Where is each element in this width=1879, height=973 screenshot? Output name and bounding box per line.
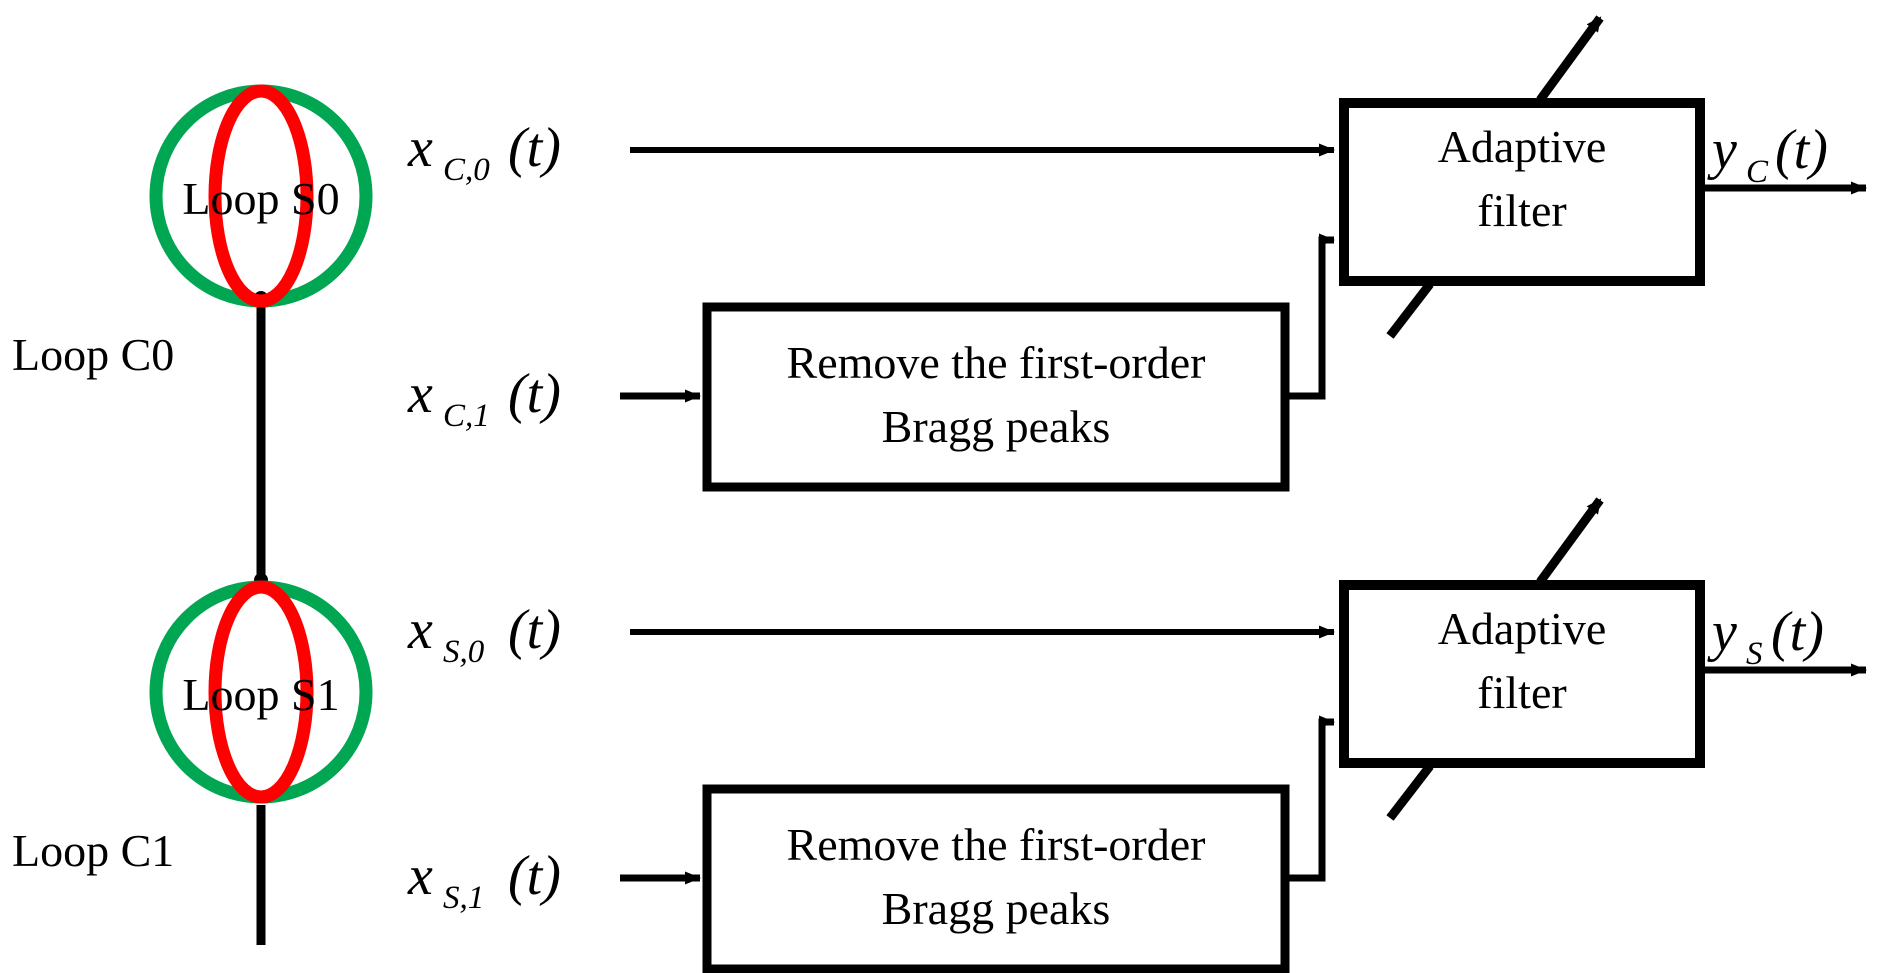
adaptive-filter-box-c-line1: Adaptive <box>1438 121 1607 172</box>
signal-label-xs1: x S,1 (t) <box>407 845 561 916</box>
antenna-0: Loop S0 Loop C0 <box>12 84 373 380</box>
loop-c0-label: Loop C0 <box>12 329 174 380</box>
adaptivity-arrow-s <box>1536 497 1604 585</box>
signal-yc-base: y <box>1707 119 1737 181</box>
signal-xs1-sub: S,1 <box>443 880 484 916</box>
signal-ys-sub: S <box>1746 636 1763 672</box>
signal-xc1-base: x <box>407 363 433 425</box>
adaptive-filter-box-s[interactable]: Adaptive filter <box>1339 497 1705 821</box>
adaptivity-arrow-c <box>1536 15 1604 103</box>
signal-xc0-sub: C,0 <box>443 152 490 188</box>
signal-ys-base: y <box>1707 601 1737 663</box>
loop-c1-label: Loop C1 <box>12 825 174 876</box>
loop-s1-ellipse <box>208 580 314 804</box>
antenna-1: Loop S1 Loop C1 <box>12 580 373 876</box>
loop-s0-label: Loop S0 <box>182 173 339 224</box>
adaptive-filter-box-s-line1: Adaptive <box>1438 603 1607 654</box>
signal-xs1-base: x <box>407 845 433 907</box>
signal-label-ys: y S (t) <box>1707 601 1824 672</box>
adaptivity-arrow-stub-s <box>1386 763 1434 821</box>
signal-xc1-arg: (t) <box>508 363 561 425</box>
signal-label-xc0: x C,0 (t) <box>407 117 561 188</box>
adaptive-filter-box-c-frame[interactable] <box>1339 98 1705 286</box>
signal-yc-arg: (t) <box>1775 119 1828 181</box>
signal-xc1-sub: C,1 <box>443 398 490 434</box>
signal-xs0-sub: S,0 <box>443 634 485 670</box>
loop-s0-ellipse <box>208 84 314 308</box>
signal-label-xc1: x C,1 (t) <box>407 363 561 434</box>
signal-xc0-arg: (t) <box>508 117 561 179</box>
adaptive-filter-box-s-line2: filter <box>1477 667 1566 718</box>
signal-path-bragg-c-to-filter <box>1285 233 1335 400</box>
signal-ys-arg: (t) <box>1771 601 1824 663</box>
adaptivity-arrow-stub-c <box>1386 281 1434 339</box>
antenna-mast <box>254 291 268 945</box>
remove-bragg-box-c[interactable]: Remove the first-order Bragg peaks <box>702 302 1290 492</box>
signal-xs0-arg: (t) <box>508 599 561 661</box>
adaptive-filter-box-s-frame[interactable] <box>1339 580 1705 768</box>
remove-bragg-box-s[interactable]: Remove the first-order Bragg peaks <box>702 784 1290 973</box>
remove-bragg-box-s-line1: Remove the first-order <box>787 819 1206 870</box>
signal-label-xs0: x S,0 (t) <box>407 599 561 670</box>
remove-bragg-box-c-frame[interactable] <box>702 302 1290 492</box>
adaptive-filter-box-c[interactable]: Adaptive filter <box>1339 15 1705 339</box>
remove-bragg-box-s-frame[interactable] <box>702 784 1290 973</box>
remove-bragg-box-c-line2: Bragg peaks <box>882 401 1111 452</box>
signal-yc-sub: C <box>1746 154 1769 190</box>
signal-xs0-base: x <box>407 599 433 661</box>
signal-label-yc: y C (t) <box>1707 119 1828 190</box>
adaptive-filter-box-c-line2: filter <box>1477 185 1566 236</box>
remove-bragg-box-s-line2: Bragg peaks <box>882 883 1111 934</box>
loop-s1-label: Loop S1 <box>182 669 339 720</box>
signal-xs1-arg: (t) <box>508 845 561 907</box>
signal-path-bragg-s-to-filter <box>1285 715 1335 882</box>
remove-bragg-box-c-line1: Remove the first-order <box>787 337 1206 388</box>
signal-xc0-base: x <box>407 117 433 179</box>
